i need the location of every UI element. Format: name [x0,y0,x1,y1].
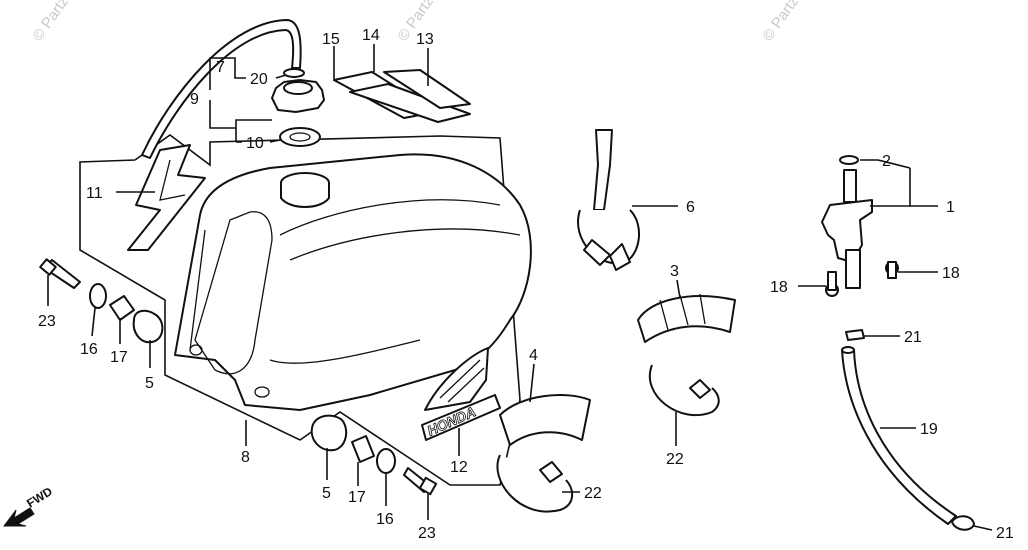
callout-23: 23 [38,313,56,330]
left-mount-hardware [39,258,164,344]
leader-lines [47,44,993,531]
callouts: 1 2 3 4 5 5 6 7 8 9 10 11 12 13 14 15 16… [38,27,1014,542]
watermark: © Partzilla [29,0,83,44]
callout-8: 8 [241,449,250,466]
callout-20: 20 [250,71,268,88]
fuel-cap-assembly [271,68,325,147]
callout-7: 7 [216,59,225,76]
callout-5: 5 [145,375,154,392]
hose-clips [845,329,975,531]
tank-group-outline [79,134,521,486]
callout-1: 1 [946,199,955,216]
bottom-mount-hardware [310,414,438,496]
callout-9: 9 [190,91,199,108]
fuel-hose [841,346,957,525]
callout-22: 22 [666,451,684,468]
callout-11: 11 [86,185,103,202]
rear-band [648,364,720,417]
callout-13: 13 [416,31,434,48]
direction-label: FWD [24,484,55,511]
callout-4: 4 [529,347,538,364]
callout-18: 18 [942,265,960,282]
callout-16: 16 [80,341,98,358]
tank-stripes [333,69,471,123]
callout-17: 17 [348,489,366,506]
forward-arrow: FWD [3,484,55,527]
callout-16: 16 [376,511,394,528]
callout-23: 23 [418,525,436,542]
callout-2: 2 [882,153,891,170]
callout-15: 15 [322,31,340,48]
callout-5: 5 [322,485,331,502]
callout-19: 19 [920,421,938,438]
callout-3: 3 [670,263,679,280]
callout-6: 6 [686,199,695,216]
callout-18: 18 [770,279,788,296]
breather-hose [141,19,302,159]
left-emblem [127,144,206,251]
callout-21: 21 [996,525,1014,542]
watermark: © Partzilla [759,0,813,44]
callout-12: 12 [450,459,468,476]
callout-10: 10 [246,135,264,152]
rear-cushion [637,293,736,343]
callout-17: 17 [110,349,128,366]
fuel-valve [821,155,899,297]
front-band [496,454,574,513]
callout-22: 22 [584,485,602,502]
callout-14: 14 [362,27,380,44]
front-cushion [499,394,591,446]
tank-strap [577,129,641,271]
callout-21: 21 [904,329,922,346]
